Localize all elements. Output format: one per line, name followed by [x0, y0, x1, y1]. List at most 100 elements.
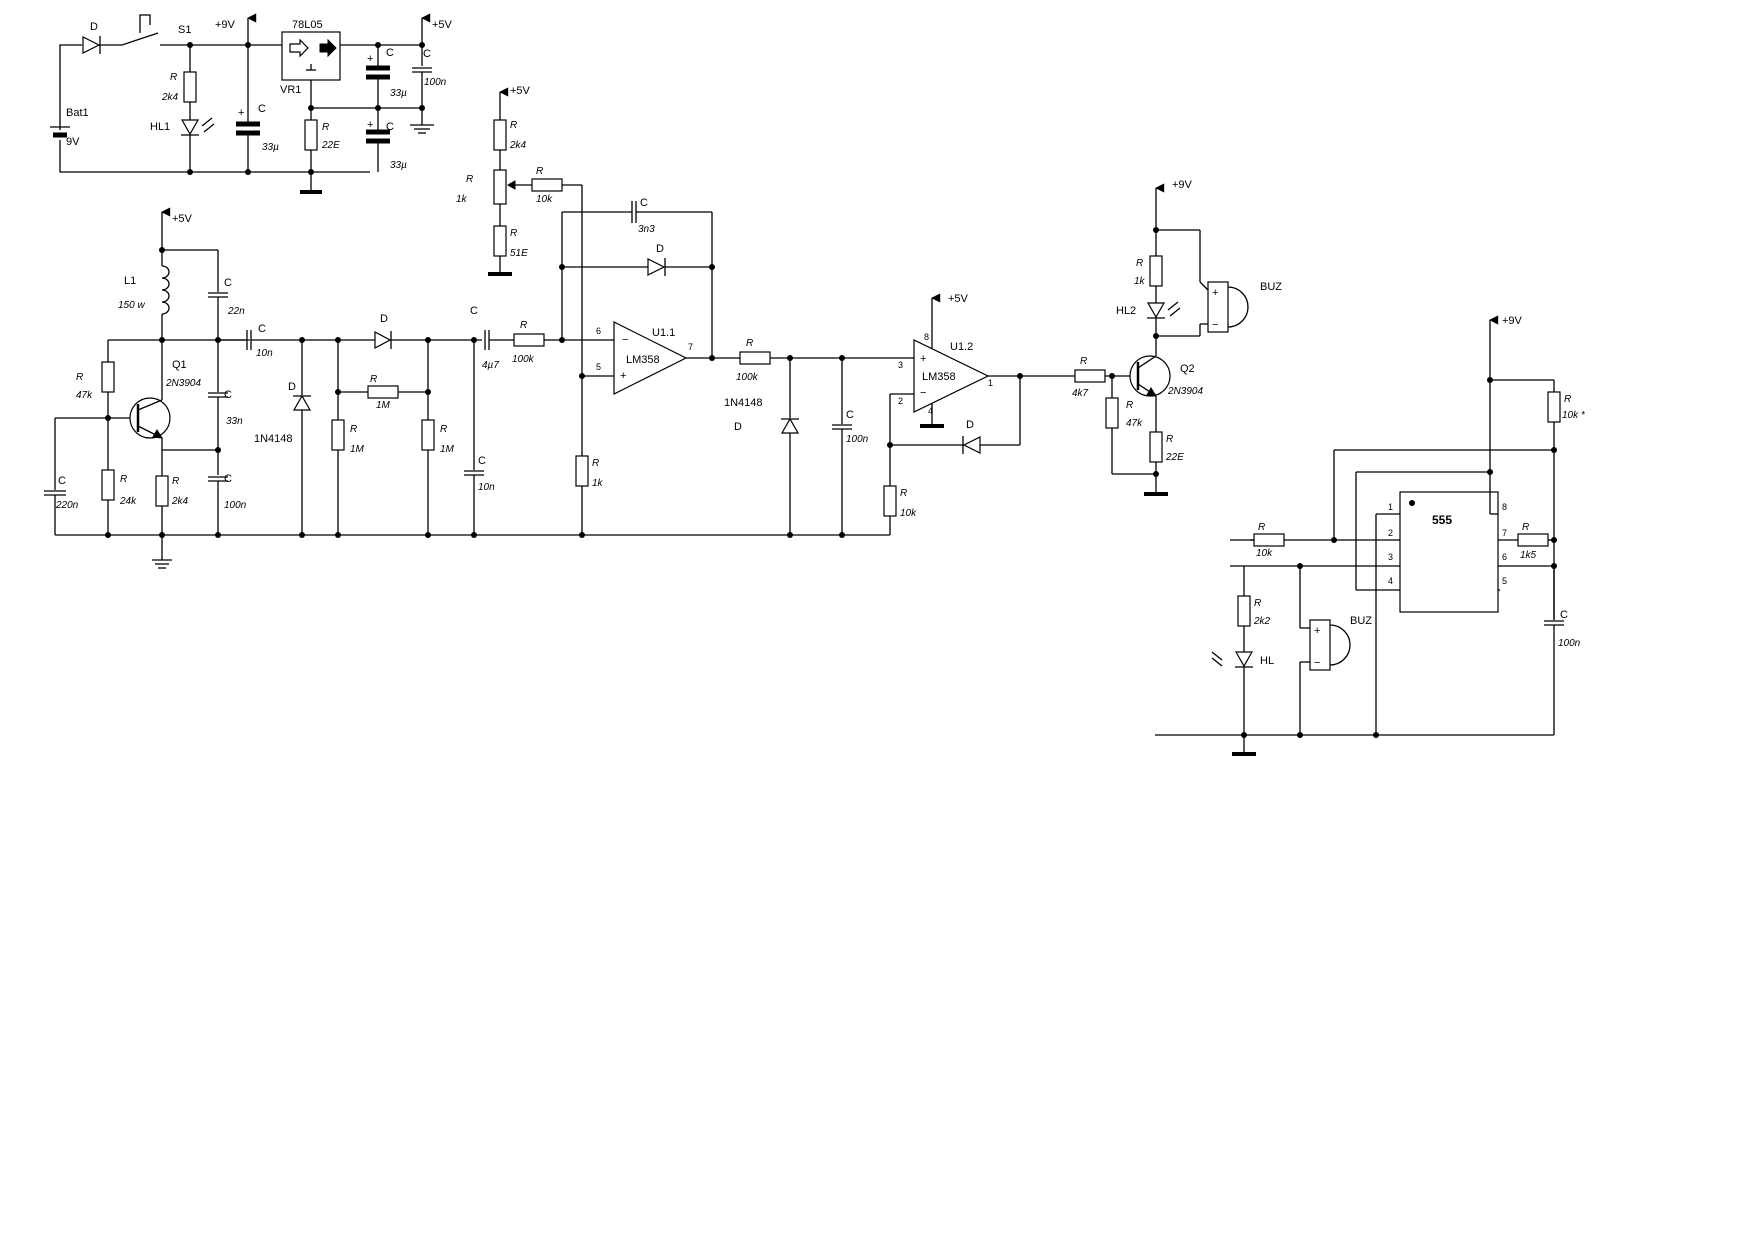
svg-text:C: C [386, 121, 394, 133]
svg-text:C: C [846, 409, 854, 421]
opamp-u1-2: + − LM358 U1.2 3 2 1 8 4 +5V D R 10k [883, 293, 1075, 535]
svg-text:100n: 100n [224, 500, 247, 511]
diode-1n4148-icon [292, 394, 312, 411]
svg-text:1N4148: 1N4148 [254, 433, 293, 445]
detector-stage: D 1N4148 R 1M R 1M D R 1M C 10n C 4µ7 R … [254, 305, 562, 538]
led-hl-icon [1234, 651, 1254, 668]
svg-text:33µ: 33µ [390, 88, 407, 99]
svg-text:4k7: 4k7 [1072, 388, 1089, 399]
svg-text:C: C [1560, 609, 1568, 621]
svg-text:1k: 1k [1134, 276, 1146, 287]
svg-text:D: D [966, 419, 974, 431]
svg-text:33n: 33n [226, 416, 243, 427]
svg-text:C: C [224, 389, 232, 401]
svg-text:+5V: +5V [510, 85, 531, 97]
svg-text:R: R [520, 320, 527, 331]
svg-text:L1: L1 [124, 275, 136, 287]
power-supply: Bat1 9V D S1 +9V R 2k4 HL1 + C 33µ 78L05… [50, 13, 453, 194]
svg-text:R: R [76, 372, 83, 383]
svg-text:+5V: +5V [172, 213, 193, 225]
svg-text:4: 4 [928, 406, 933, 416]
svg-text:D: D [380, 313, 388, 325]
svg-text:−: − [920, 387, 926, 399]
svg-text:1M: 1M [350, 444, 365, 455]
svg-text:+: + [620, 370, 626, 382]
svg-text:555: 555 [1432, 513, 1452, 527]
svg-text:HL: HL [1260, 655, 1274, 667]
svg-text:+: + [367, 53, 373, 65]
svg-text:R: R [350, 424, 357, 435]
svg-text:4µ7: 4µ7 [482, 360, 499, 371]
svg-text:1N4148: 1N4148 [724, 397, 763, 409]
svg-text:4: 4 [1388, 576, 1393, 586]
svg-text:10k: 10k [900, 508, 917, 519]
diode-name: D [90, 21, 98, 33]
svg-text:2k4: 2k4 [509, 140, 527, 151]
svg-text:BUZ: BUZ [1350, 615, 1372, 627]
svg-text:2k2: 2k2 [1253, 616, 1271, 627]
svg-text:100k: 100k [736, 372, 759, 383]
svg-text:8: 8 [924, 332, 929, 342]
svg-text:2N3904: 2N3904 [1167, 386, 1203, 397]
svg-text:100n: 100n [1558, 638, 1581, 649]
svg-text:2k4: 2k4 [171, 496, 189, 507]
svg-text:22E: 22E [1165, 452, 1184, 463]
timer-555-chip [1399, 491, 1499, 613]
switch-name: S1 [178, 24, 191, 36]
svg-text:+: + [920, 353, 926, 365]
buzzer-555-icon [1309, 619, 1331, 671]
svg-text:R: R [370, 374, 377, 385]
svg-text:R: R [1564, 394, 1571, 405]
svg-text:2k4: 2k4 [161, 92, 179, 103]
svg-text:1: 1 [988, 378, 993, 388]
svg-text:R: R [510, 228, 517, 239]
oscillator-stage: +5V L1 150 w C 22n C 33n C 100n R 47k R … [44, 207, 890, 569]
svg-text:1M: 1M [440, 444, 455, 455]
svg-text:24k: 24k [119, 496, 137, 507]
svg-text:33µ: 33µ [262, 142, 279, 153]
svg-text:R: R [746, 338, 753, 349]
svg-text:C: C [478, 455, 486, 467]
svg-text:Q1: Q1 [172, 359, 187, 371]
svg-text:+: + [367, 119, 373, 131]
svg-text:−: − [622, 334, 628, 346]
led-icon [180, 119, 200, 136]
svg-text:100n: 100n [846, 434, 869, 445]
svg-text:22n: 22n [227, 306, 245, 317]
svg-text:10k *: 10k * [1562, 410, 1586, 421]
svg-text:51E: 51E [510, 248, 528, 259]
svg-text:C: C [224, 473, 232, 485]
svg-text:C: C [258, 103, 266, 115]
svg-text:100n: 100n [424, 77, 447, 88]
svg-text:LM358: LM358 [626, 354, 660, 366]
svg-text:R: R [592, 458, 599, 469]
transistor-q1-icon [129, 397, 171, 439]
svg-text:R: R [440, 424, 447, 435]
svg-text:2: 2 [1388, 528, 1393, 538]
svg-text:10k: 10k [536, 194, 553, 205]
svg-text:78L05: 78L05 [292, 19, 323, 31]
svg-text:47k: 47k [1126, 418, 1143, 429]
svg-text:1: 1 [1388, 502, 1393, 512]
svg-text:5: 5 [1502, 576, 1507, 586]
svg-text:R: R [1126, 400, 1133, 411]
coil-l1 [161, 265, 170, 315]
svg-text:R: R [900, 488, 907, 499]
svg-text:1k5: 1k5 [1520, 550, 1537, 561]
svg-text:C: C [258, 323, 266, 335]
svg-text:5: 5 [596, 362, 601, 372]
svg-text:22E: 22E [321, 140, 340, 151]
svg-text:R: R [322, 122, 329, 133]
buzzer-icon [1207, 281, 1229, 333]
svg-text:R: R [1080, 356, 1087, 367]
timer-555-section: +9V R 10k * 555 1 2 3 4 8 7 6 5 R 1k5 R … [1155, 315, 1586, 756]
svg-text:R: R [1166, 434, 1173, 445]
regulator-78l05 [281, 31, 341, 81]
svg-text:R: R [510, 120, 517, 131]
svg-text:+9V: +9V [1172, 179, 1193, 191]
svg-text:−: − [1212, 319, 1218, 331]
svg-text:R: R [170, 72, 177, 83]
svg-text:R: R [536, 166, 543, 177]
svg-text:C: C [470, 305, 478, 317]
